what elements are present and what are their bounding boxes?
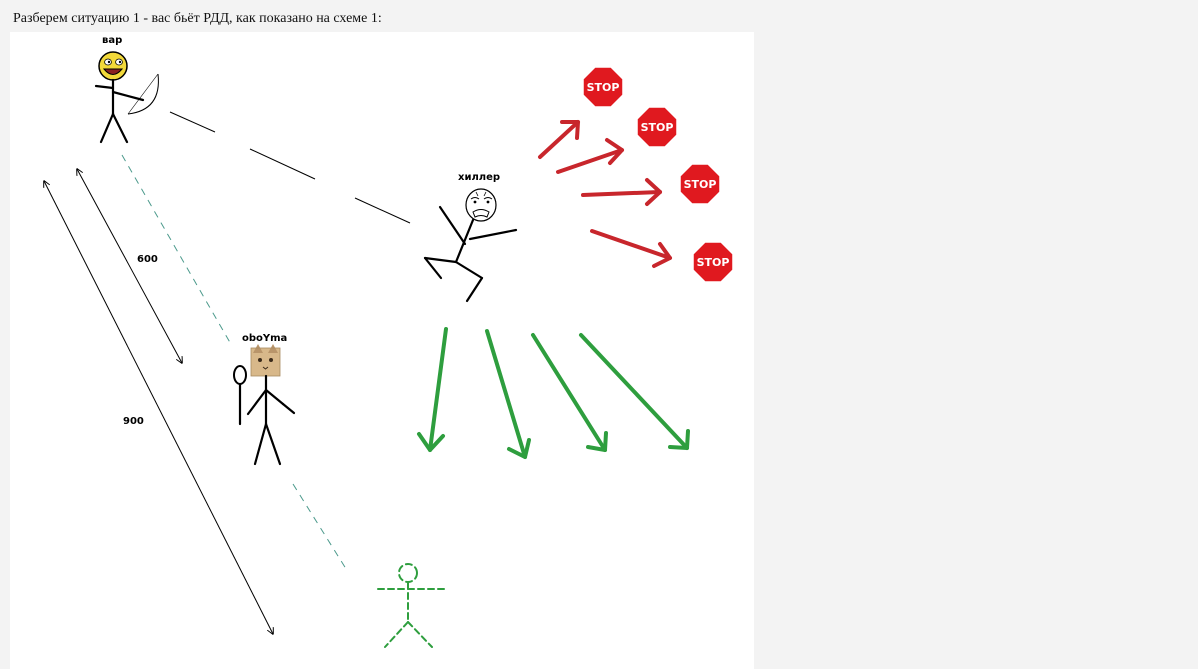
stop-sign-4-text: STOP: [697, 256, 730, 269]
sight-line-var-to-hiller: [169, 111, 411, 224]
red-arrow-4: [590, 229, 672, 268]
red-arrow-2: [556, 138, 624, 174]
distance-label-900: 900: [123, 416, 144, 427]
red-arrows: [538, 120, 672, 268]
stick-figure-var: вар: [94, 35, 159, 144]
green-arrow-3: [531, 333, 608, 452]
stick-figure-hiller: хиллер: [423, 172, 518, 303]
green-arrow-4: [579, 333, 690, 450]
distance-arrow-600: [77, 169, 182, 363]
label-var: вар: [102, 35, 122, 46]
stop-sign-3: STOP: [679, 163, 721, 205]
staff-head-icon: [233, 365, 247, 385]
scheme-1-canvas: 600 900 вар хиллер: [10, 32, 754, 669]
dashed-path-var-down: [121, 154, 349, 573]
bow-icon: [127, 73, 159, 115]
stop-sign-3-text: STOP: [684, 178, 717, 191]
green-arrow-2: [485, 329, 531, 459]
rage-face-icon: [465, 188, 497, 222]
awesome-face-icon: [98, 51, 128, 81]
cat-face-icon: [250, 344, 281, 377]
green-arrow-1: [417, 327, 448, 452]
stop-sign-4: STOP: [692, 241, 734, 283]
stop-sign-2: STOP: [636, 106, 678, 148]
label-oboyma: oboYma: [242, 333, 287, 344]
green-arrows: [417, 327, 690, 459]
stop-sign-1-text: STOP: [587, 81, 620, 94]
distance-arrow-900: [44, 181, 273, 634]
stop-sign-1: STOP: [582, 66, 624, 108]
scheme-caption: Разберем ситуацию 1 - вас бьёт РДД, как …: [13, 11, 382, 26]
distance-label-600: 600: [137, 254, 158, 265]
stop-sign-2-text: STOP: [641, 121, 674, 134]
stick-figure-oboyma: oboYma: [233, 333, 296, 466]
red-arrow-3: [581, 178, 662, 206]
label-hiller: хиллер: [458, 172, 500, 183]
target-figure-dashed-green: [377, 563, 447, 648]
red-arrow-1: [538, 120, 580, 159]
